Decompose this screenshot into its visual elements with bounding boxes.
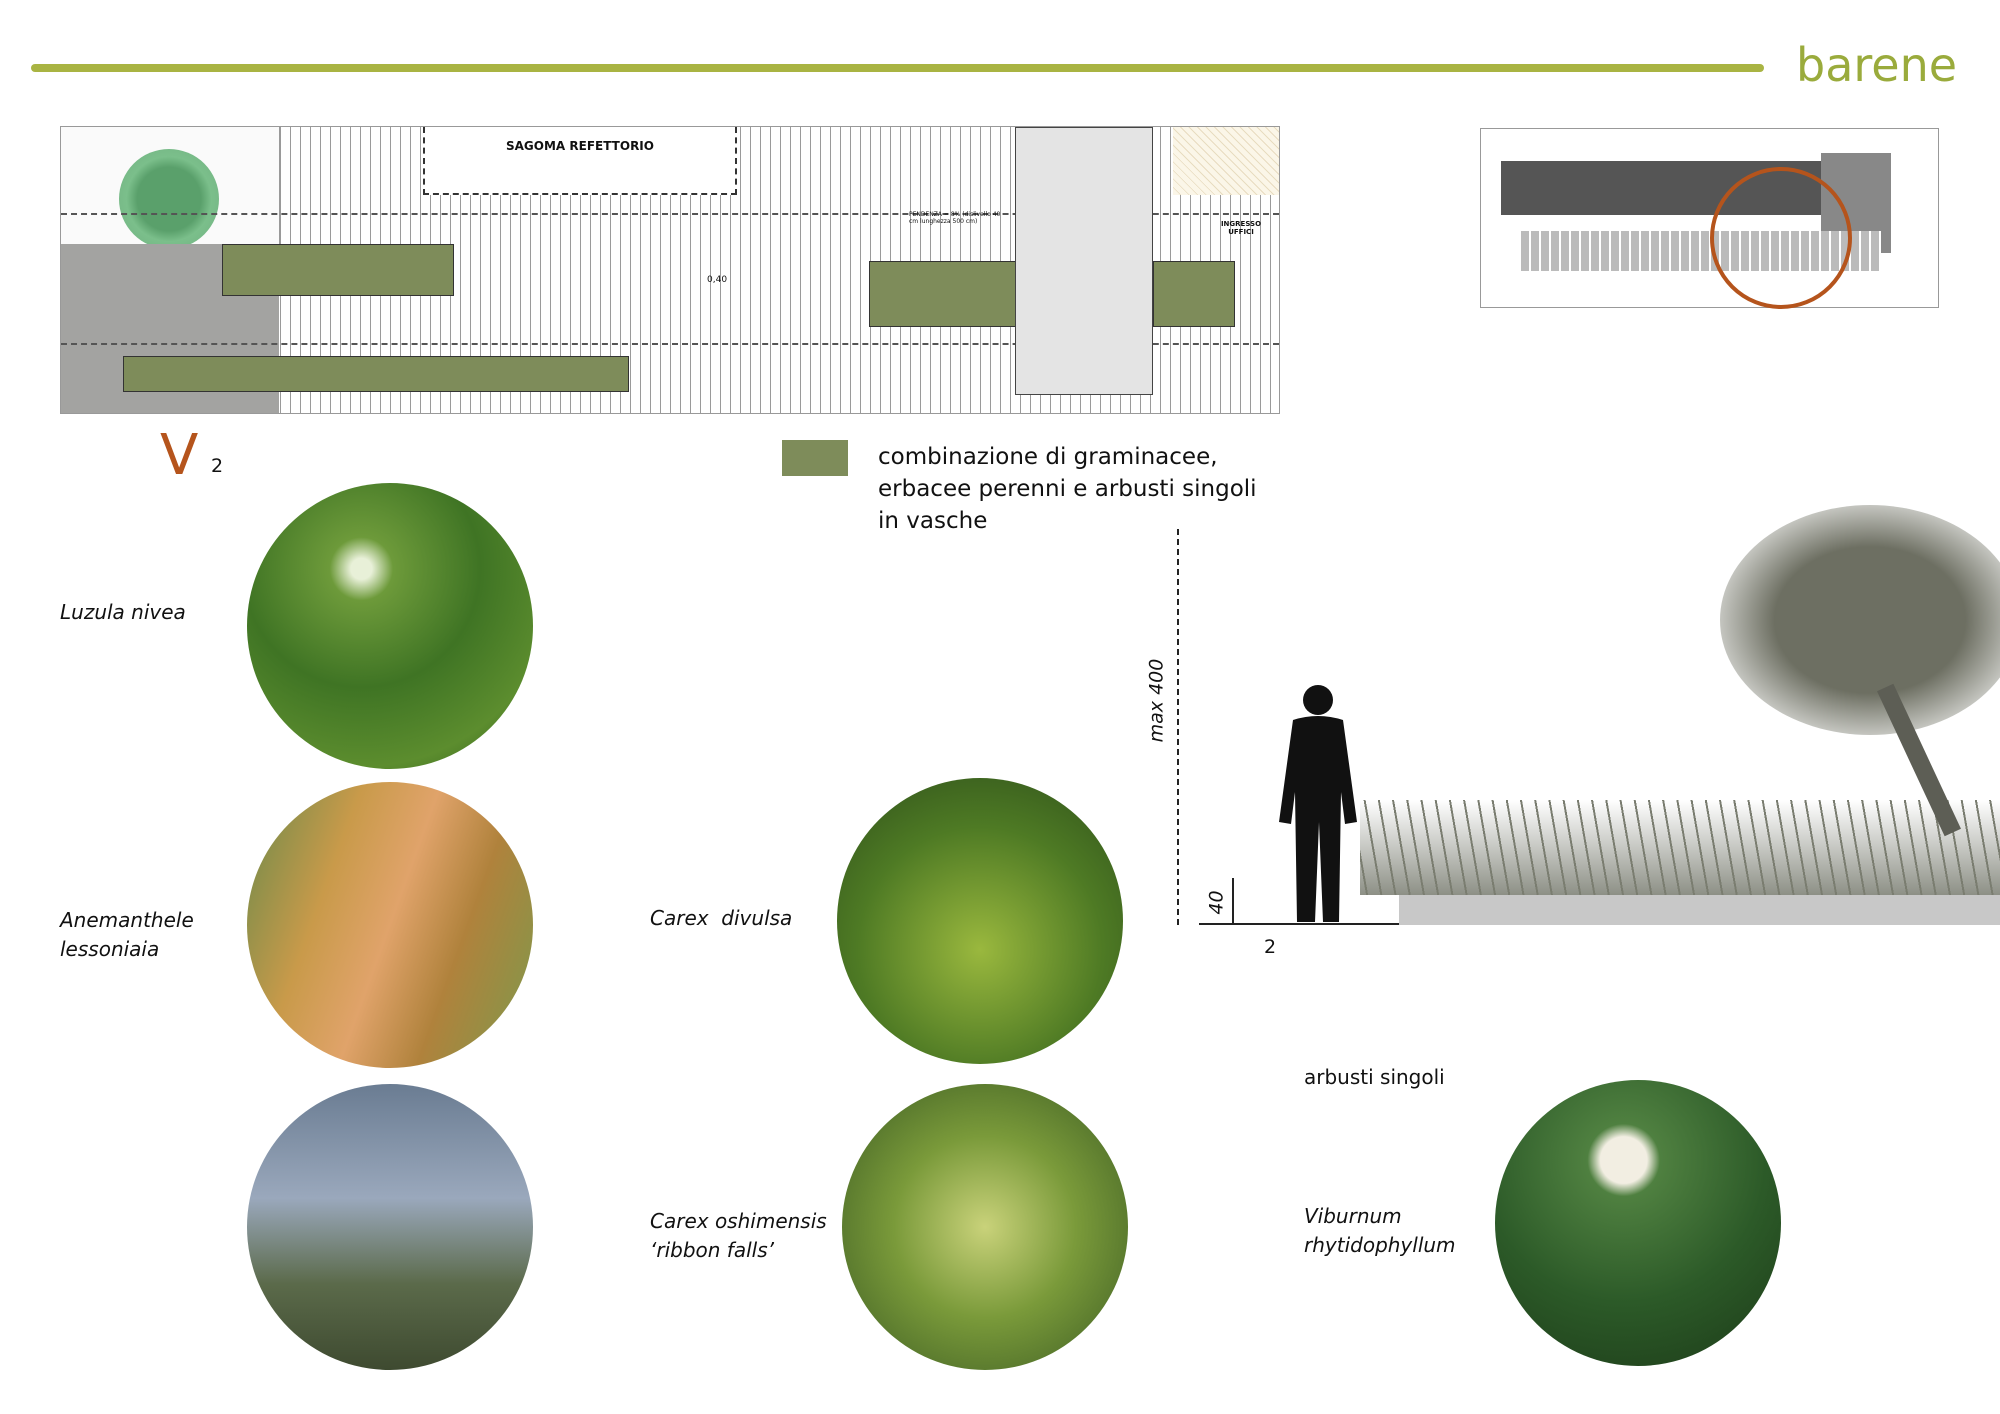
- hatched-area: [1173, 127, 1279, 195]
- tree-symbol-icon: [119, 149, 219, 249]
- legend-swatch: [782, 440, 848, 476]
- photo-luzula-nivea: [247, 483, 533, 769]
- section-marker-icon: V: [160, 423, 199, 488]
- refettorio-label: SAGOMA REFETTORIO: [506, 139, 654, 153]
- person-silhouette-icon: [1279, 685, 1357, 922]
- beam-line: [61, 343, 1279, 345]
- page-title: barene: [1796, 38, 1958, 92]
- planter: [1153, 261, 1235, 327]
- base-dimension-line: [1232, 878, 1234, 923]
- ingresso-label: INGRESSO UFFICI: [1220, 220, 1262, 236]
- grasses-section: [1360, 800, 2000, 895]
- planter-section: [1399, 893, 2000, 925]
- legend-text: combinazione di graminacee, erbacee pere…: [878, 441, 1257, 537]
- refettorio-outline: SAGOMA REFETTORIO: [423, 127, 737, 195]
- building-pavilion: [1015, 127, 1153, 395]
- plant-label: Luzula nivea: [60, 600, 186, 624]
- legend-line: combinazione di graminacee,: [878, 444, 1218, 470]
- header-rule: [31, 64, 1764, 72]
- section-marker-label: 2: [211, 455, 224, 477]
- planter: [222, 244, 454, 296]
- beam-line: [61, 213, 1279, 215]
- plant-label: Carex oshimensis‘ribbon falls’: [650, 1209, 827, 1262]
- section-label: 2: [1264, 936, 1277, 958]
- planter: [123, 356, 629, 392]
- photo-carex-divulsa: [837, 778, 1123, 1064]
- legend-line: erbacee perenni e arbusti singoli: [878, 476, 1257, 502]
- legend-line: in vasche: [878, 508, 988, 534]
- level-label: 0,40: [707, 275, 728, 285]
- photo-scirpus: [247, 1084, 533, 1370]
- photo-carex-oshimensis: [842, 1084, 1128, 1370]
- site-plan: SAGOMA REFETTORIO PENDENZA = 8% (dislive…: [60, 126, 1280, 414]
- base-label: 40: [1205, 890, 1228, 915]
- slope-note: PENDENZA = 8% (dislivello 40 cm lunghezz…: [909, 211, 1001, 225]
- plant-label: Carex divulsa: [650, 906, 793, 930]
- highlight-circle: [1710, 167, 1852, 309]
- key-map: [1480, 128, 1939, 309]
- planter: [869, 261, 1017, 327]
- shrubs-heading: arbusti singoli: [1304, 1065, 1445, 1089]
- height-dimension-line: [1177, 529, 1179, 925]
- photo-viburnum: [1495, 1080, 1781, 1366]
- height-label: max 400: [1145, 658, 1168, 743]
- tree-canopy: [1720, 505, 2000, 735]
- ground-line: [1199, 923, 1403, 925]
- photo-anemanthele: [247, 782, 533, 1068]
